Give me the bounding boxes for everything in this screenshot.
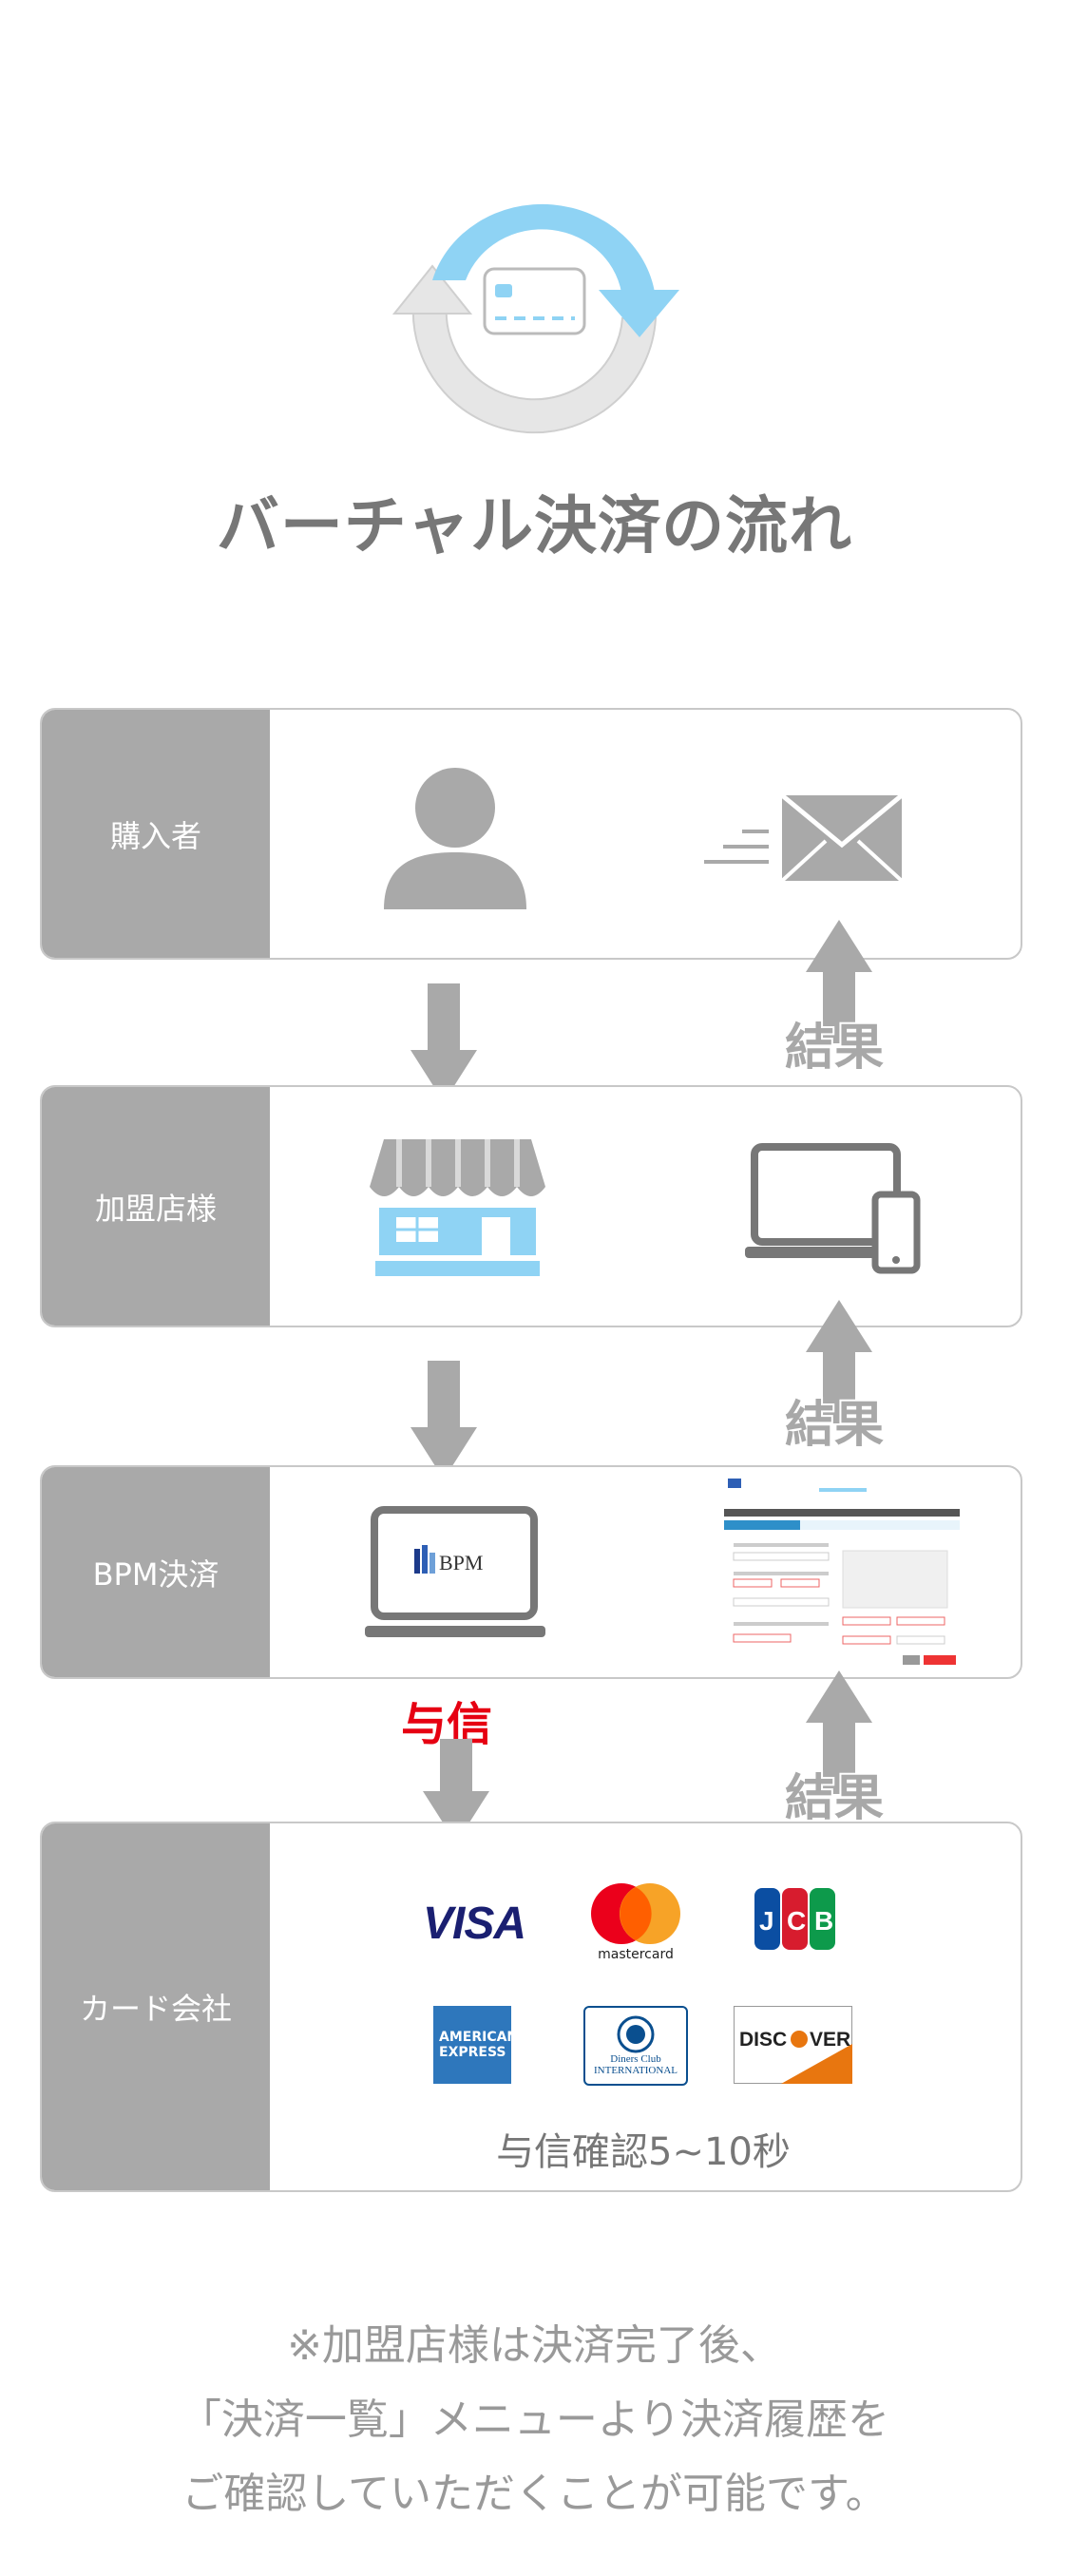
row-bpm: BPM決済 BPM: [40, 1465, 1022, 1679]
payment-cycle-icon: [391, 203, 679, 434]
row-label-merchant: 加盟店様: [42, 1087, 270, 1326]
note-text: ※加盟店様は決済完了後、 「決済一覧」メニューより決済履歴を ご確認していただく…: [0, 2309, 1069, 2531]
note-line-3: ご確認していただくことが可能です。: [181, 2470, 888, 2518]
row-label-purchaser: 購入者: [42, 710, 270, 958]
result-label-3: 結果: [783, 1768, 886, 1829]
result-label-2: 結果: [783, 1395, 886, 1456]
payment-form-screenshot: [724, 1475, 960, 1674]
visa-logo: VISA: [422, 1898, 526, 1949]
arrow-up-icon: [806, 1670, 872, 1794]
arrow-up-icon: [806, 1300, 872, 1423]
mastercard-logo: [591, 1883, 680, 1944]
arrow-up-icon: [806, 920, 872, 1043]
result-label-1: 結果: [783, 1018, 886, 1078]
svg-text:B: B: [814, 1906, 833, 1936]
note-line-2: 「決済一覧」メニューより決済履歴を: [179, 2395, 890, 2444]
svg-text:C: C: [787, 1906, 806, 1936]
row-label-bpm: BPM決済: [42, 1467, 270, 1677]
mastercard-text: mastercard: [598, 1947, 674, 1962]
credit-check-time: 与信確認5~10秒: [496, 2130, 791, 2174]
svg-text:DISC: DISC: [739, 2029, 787, 2051]
page-title: バーチャル決済の流れ: [216, 489, 853, 563]
svg-text:VER: VER: [810, 2029, 850, 2051]
note-line-1: ※加盟店様は決済完了後、: [287, 2321, 782, 2370]
user-icon: [384, 768, 526, 909]
devices-icon: [745, 1143, 921, 1274]
discover-logo: DISC VER: [734, 2006, 852, 2084]
amex-logo: AMERICAN EXPRESS: [433, 2006, 518, 2084]
diners-logo: Diners Club INTERNATIONAL: [583, 2006, 688, 2086]
row-label-card-company: カード会社: [42, 1823, 270, 2190]
row-purchaser: 購入者: [40, 708, 1022, 960]
arrow-down-icon: [410, 983, 477, 1102]
row-merchant: 加盟店様: [40, 1085, 1022, 1327]
bpm-logo-text: BPM: [439, 1551, 484, 1574]
row-card-company: カード会社 VISA mastercard J C B AMERICAN EXP…: [40, 1822, 1022, 2192]
svg-text:J: J: [759, 1906, 774, 1936]
mail-icon: [704, 793, 904, 883]
arrow-down-icon: [410, 1361, 477, 1479]
laptop-bpm-icon: [365, 1506, 545, 1637]
arrow-down-icon: [423, 1739, 489, 1843]
jcb-logo: J C B: [754, 1888, 835, 1950]
diners-emblem-icon: [617, 2015, 655, 2053]
store-icon: [370, 1139, 545, 1276]
